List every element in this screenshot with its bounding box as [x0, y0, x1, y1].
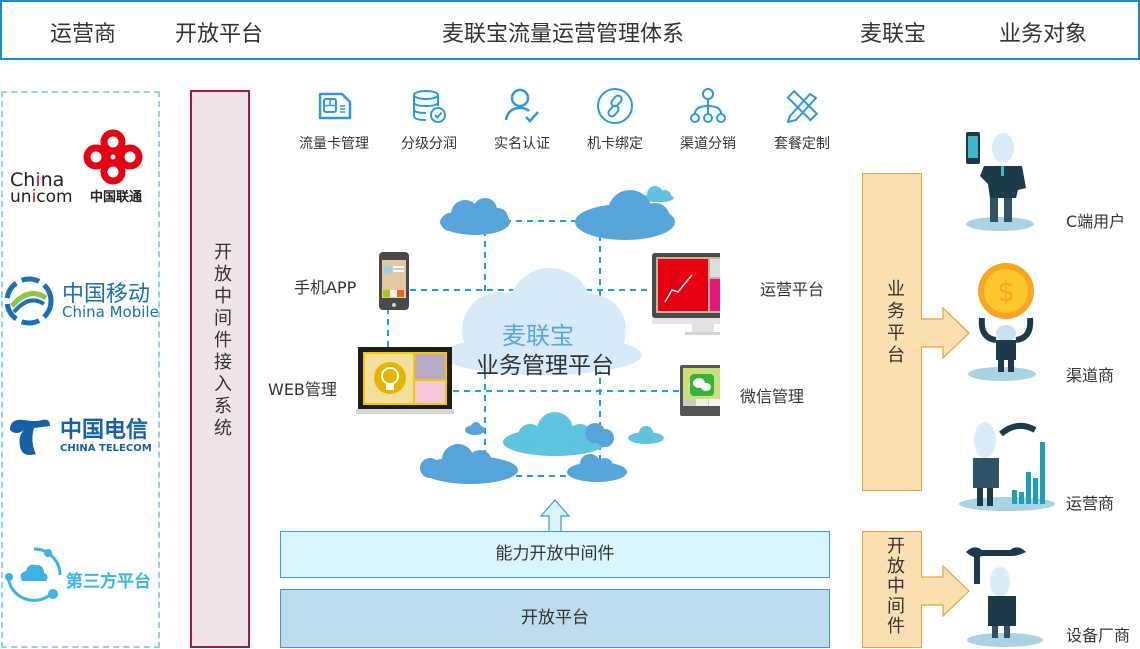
- svg-text:中国联通: 中国联通: [90, 189, 142, 205]
- business-platform-label: 业务平台: [884, 279, 905, 367]
- target-channel: 渠道商: [1066, 366, 1115, 385]
- cloud-bottom-left: [420, 444, 518, 484]
- china-mobile-en: China Mobile: [62, 303, 159, 321]
- feature-profit-share[interactable]: 分级分润: [384, 86, 474, 153]
- china-unicom-logo: China unicom 中国联通: [8, 120, 158, 210]
- cloud-top-right-small: [642, 186, 674, 202]
- mobile-swirl-icon: [4, 276, 54, 326]
- node-mobile-app: 手机APP: [294, 278, 357, 297]
- header-bar: 运营商 开放平台 麦联宝流量运营管理体系 麦联宝 业务对象: [0, 0, 1140, 60]
- up-arrow-icon: [539, 499, 571, 533]
- header-system: 麦联宝流量运营管理体系: [442, 22, 685, 47]
- hierarchy-icon: [690, 88, 726, 123]
- third-party-logo: 第三方平台: [4, 545, 160, 605]
- feature-label: 流量卡管理: [299, 136, 369, 152]
- person-chart-icon: [959, 422, 1055, 511]
- header-brand: 麦联宝: [860, 22, 927, 47]
- cloud-small-left: [465, 422, 485, 435]
- business-arrow-icon: [921, 307, 970, 359]
- feature-label: 渠道分销: [680, 136, 736, 152]
- ruler-pencil-icon: [786, 89, 819, 123]
- feature-label: 实名认证: [494, 136, 550, 152]
- access-system-bar: 开放中间件接入系统: [190, 90, 250, 648]
- svg-text:China: China: [10, 169, 64, 191]
- target-c-user: C端用户: [1066, 212, 1126, 231]
- feature-channel-distribution[interactable]: 渠道分销: [663, 86, 753, 153]
- feature-real-name[interactable]: 实名认证: [477, 86, 567, 153]
- feature-card-binding[interactable]: 机卡绑定: [570, 86, 660, 153]
- feature-label: 机卡绑定: [587, 136, 643, 152]
- unicom-knot-icon: China unicom 中国联通: [10, 129, 143, 207]
- person-phone-icon: [966, 132, 1034, 231]
- open-middleware-label: 开放中间件: [884, 536, 905, 636]
- cloud-bottom-center-dark: [567, 423, 627, 482]
- business-platform-bar: 业务平台: [862, 173, 922, 491]
- database-check-icon: [413, 90, 446, 123]
- third-party-label: 第三方平台: [66, 572, 151, 592]
- feature-sim-card[interactable]: 流量卡管理: [289, 86, 379, 153]
- access-system-label: 开放中间件接入系统: [211, 242, 232, 440]
- cloud-small-right: [628, 426, 664, 444]
- feature-label: 套餐定制: [774, 136, 830, 152]
- network-diagram: [356, 186, 720, 484]
- target-carrier: 运营商: [1066, 494, 1115, 513]
- china-telecom-logo: 中国电信 CHINA TELECOM: [4, 410, 160, 464]
- monitor-device-icon: [652, 253, 720, 335]
- node-ops-platform: 运营平台: [760, 280, 825, 299]
- carrier-panel: [1, 91, 160, 648]
- tablet-wechat-icon: [680, 365, 720, 416]
- central-cloud: [442, 268, 642, 375]
- middleware-arrow-icon: [921, 565, 970, 617]
- china-telecom-cn: 中国电信: [60, 418, 149, 443]
- feature-package-custom[interactable]: 套餐定制: [757, 86, 847, 153]
- telecom-e-icon: [10, 419, 50, 455]
- person-wrench-icon: [966, 547, 1043, 647]
- open-platform-box: 开放平台: [280, 589, 830, 648]
- node-web: WEB管理: [268, 380, 337, 399]
- svg-text:unicom: unicom: [10, 187, 73, 207]
- china-mobile-logo: 中国移动 China Mobile: [4, 274, 160, 328]
- user-check-icon: [504, 88, 539, 123]
- sim-card-icon: [318, 92, 352, 120]
- target-device-vendor: 设备厂商: [1066, 626, 1131, 645]
- capability-middleware-box: 能力开放中间件: [280, 531, 830, 578]
- cloud-orbit-icon: [5, 547, 62, 602]
- header-open-platform: 开放平台: [175, 22, 264, 47]
- cloud-top-right: [575, 190, 675, 240]
- open-middleware-bar: 开放中间件: [862, 531, 922, 648]
- center-title: 业务管理平台: [476, 353, 614, 379]
- center-brand: 麦联宝: [502, 322, 574, 350]
- china-telecom-en: CHINA TELECOM: [60, 443, 152, 454]
- header-carrier: 运营商: [50, 22, 117, 47]
- phone-device-icon: [379, 252, 409, 310]
- laptop-device-icon: [356, 347, 454, 414]
- header-targets: 业务对象: [999, 22, 1088, 47]
- svg-text:$: $: [997, 275, 1015, 308]
- link-icon: [597, 88, 633, 124]
- node-wechat: 微信管理: [740, 387, 805, 406]
- feature-label: 分级分润: [401, 136, 457, 152]
- china-mobile-cn: 中国移动: [62, 282, 151, 307]
- cloud-top-left: [440, 198, 510, 235]
- cloud-bottom-center: [503, 412, 607, 456]
- person-coin-icon: $: [968, 263, 1036, 381]
